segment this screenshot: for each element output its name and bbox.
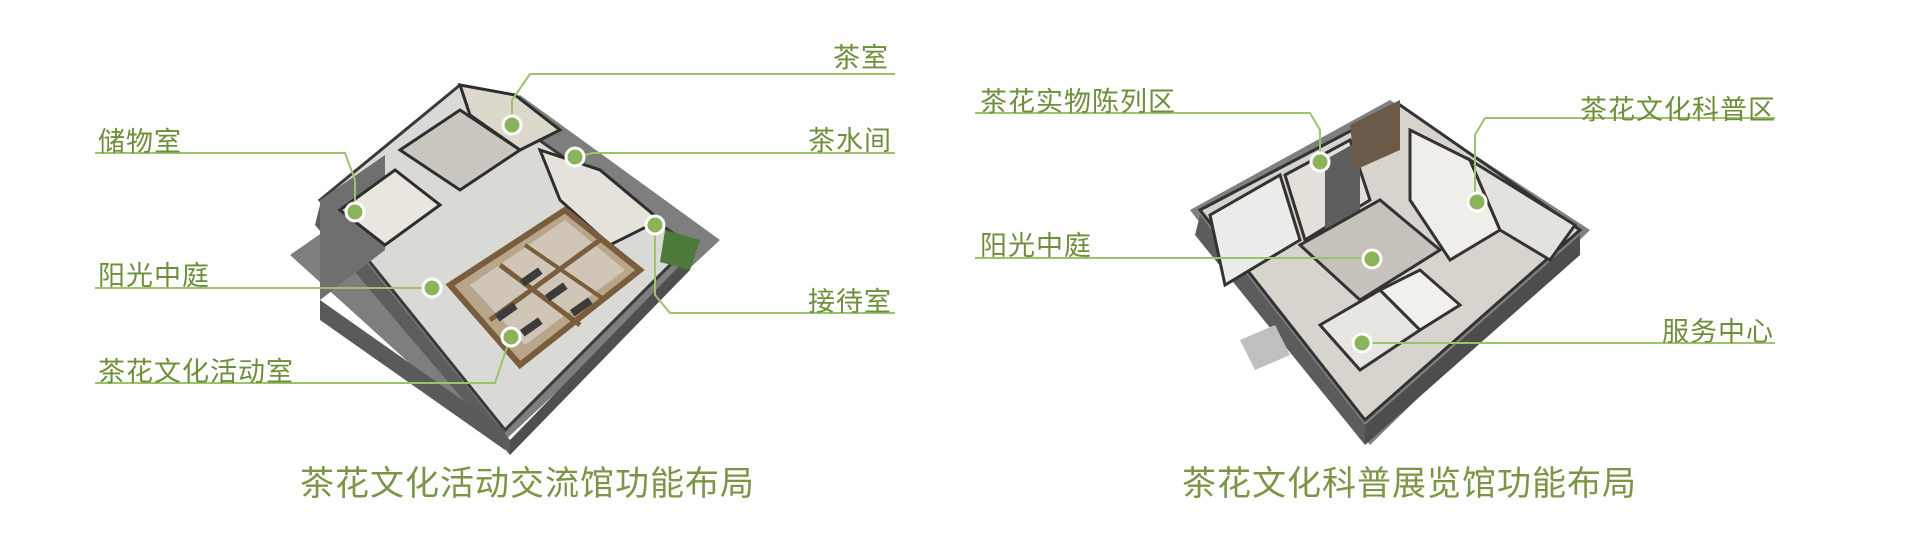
label-science-area: 茶花文化科普区 (1580, 95, 1776, 126)
label-activity-room: 茶花文化活动室 (98, 357, 294, 388)
right-marker-dots (1309, 151, 1488, 354)
label-sunny-courtyard-left: 阳光中庭 (98, 261, 210, 292)
left-leader-lines (95, 73, 895, 384)
right-plan-caption: 茶花文化科普展览馆功能布局 (1182, 464, 1637, 504)
left-marker-dots (344, 114, 666, 348)
label-storage-room: 储物室 (98, 127, 182, 158)
label-reception-room: 接待室 (808, 287, 892, 318)
right-leader-lines (975, 112, 1775, 344)
label-tea-water-room: 茶水间 (808, 126, 892, 157)
label-service-center: 服务中心 (1662, 317, 1774, 348)
left-plan-caption: 茶花文化活动交流馆功能布局 (300, 464, 755, 504)
left-building-model (290, 83, 720, 455)
label-exhibit-area: 茶花实物陈列区 (980, 87, 1176, 118)
label-sunny-courtyard-right: 阳光中庭 (980, 231, 1092, 262)
label-tea-room: 茶室 (833, 43, 889, 74)
right-building-model (1190, 100, 1590, 445)
